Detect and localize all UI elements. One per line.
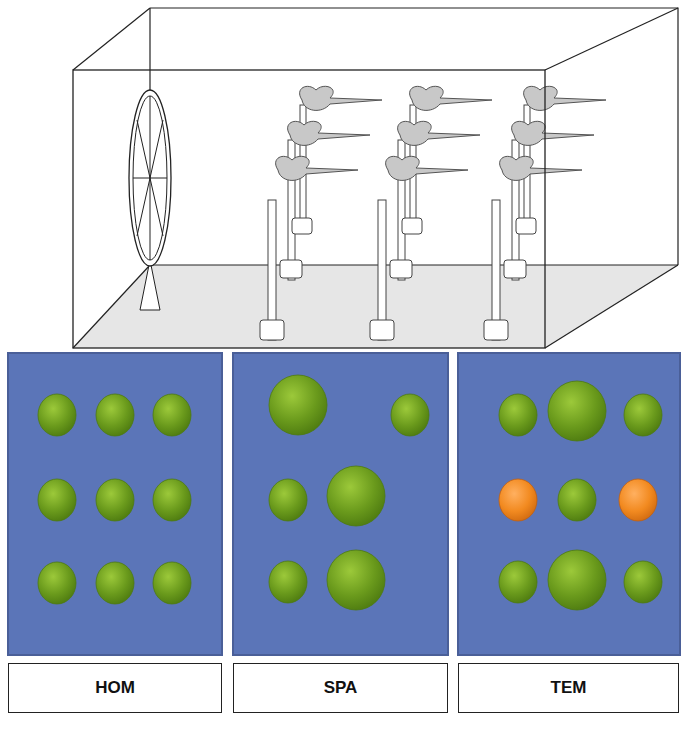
panel-label: SPA [324, 678, 358, 698]
label-box: TEM [458, 663, 679, 713]
label-box: SPA [233, 663, 448, 713]
label-box: HOM [8, 663, 222, 713]
panel-label: HOM [95, 678, 135, 698]
panel-label: TEM [551, 678, 587, 698]
